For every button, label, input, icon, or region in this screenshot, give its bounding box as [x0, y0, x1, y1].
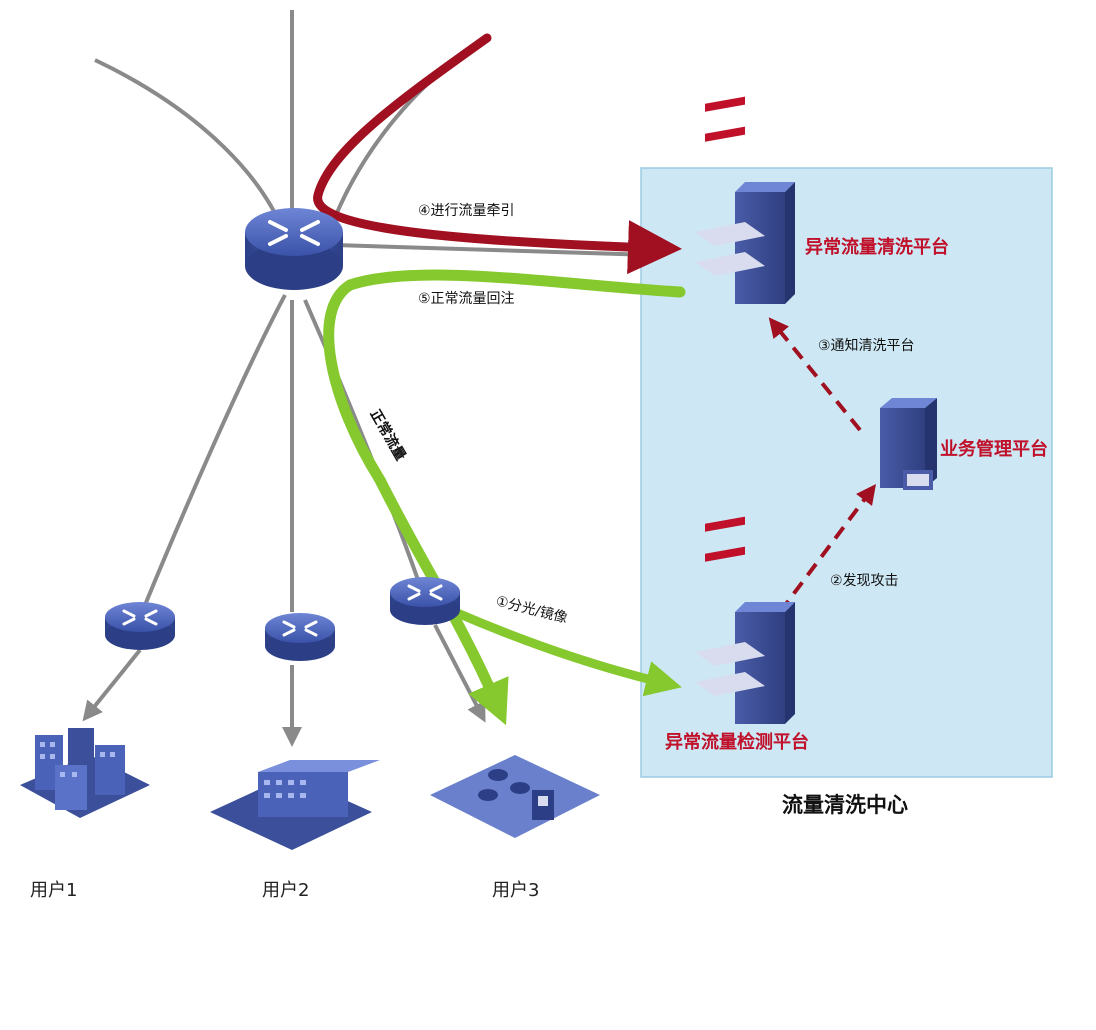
- detection-platform-device-icon: [695, 516, 795, 724]
- user-2-office-icon: [210, 760, 380, 850]
- link-core-to-router1: [143, 294, 287, 606]
- management-server-icon: [880, 398, 937, 490]
- link-router3-to-user3: [433, 624, 486, 723]
- step4-label: ④进行流量牵引: [418, 203, 515, 219]
- detection-platform-label: 异常流量检测平台: [665, 731, 809, 753]
- user-1-label: 用户1: [30, 880, 77, 901]
- user-1-buildings-icon: [20, 728, 150, 818]
- link-router1-to-user1: [82, 648, 142, 722]
- management-platform-label: 业务管理平台: [940, 438, 1048, 460]
- step1-label: ①分光/镜像: [494, 593, 569, 626]
- user-3-datacenter-icon: [430, 755, 600, 838]
- attack-traffic-flow: [313, 33, 682, 275]
- router-3-icon: [390, 577, 460, 625]
- cleaning-platform-label: 异常流量清洗平台: [805, 236, 949, 258]
- step5-label: ⑤正常流量回注: [418, 291, 515, 307]
- router-1-icon: [105, 602, 175, 650]
- step3-label: ③通知清洗平台: [818, 337, 915, 354]
- cleaning-center-title: 流量清洗中心: [782, 793, 908, 817]
- step2-label: ②发现攻击: [830, 573, 899, 589]
- user-2-label: 用户2: [262, 880, 309, 901]
- router-2-icon: [265, 613, 335, 661]
- link-core-to-router3: [303, 299, 420, 581]
- link-router-to-center: [334, 243, 651, 257]
- mirror-traffic-flow: [450, 607, 682, 697]
- core-router-icon: [245, 208, 343, 290]
- cleaning-platform-device-icon: [695, 96, 795, 304]
- normal-traffic-label: 正常流量: [367, 407, 410, 464]
- user-3-label: 用户3: [492, 880, 539, 901]
- attack-detected-flow: [778, 484, 876, 614]
